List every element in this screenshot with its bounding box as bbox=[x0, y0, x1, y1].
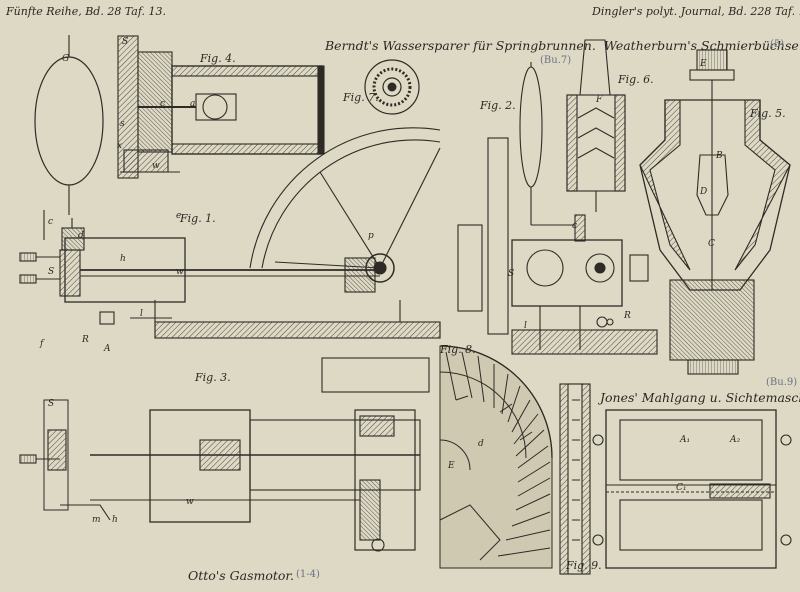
letter-g: G bbox=[62, 54, 70, 64]
fig8-label: Fig. 8. bbox=[440, 343, 476, 356]
letter-c-fig5: C bbox=[708, 239, 715, 249]
letter-r-fig1: R bbox=[82, 335, 89, 345]
letter-c-fig2: c bbox=[572, 221, 578, 231]
letter-d-fig8: d bbox=[478, 439, 484, 449]
letter-x: x bbox=[117, 141, 123, 151]
letter-e-fig8: E bbox=[448, 461, 455, 471]
letter-h-fig3: h bbox=[112, 515, 118, 525]
header-right: Dingler's polyt. Journal, Bd. 228 Taf. 1… bbox=[592, 5, 800, 18]
letter-w-fig3: w bbox=[186, 497, 194, 507]
fig3-label: Fig. 3. bbox=[195, 371, 231, 384]
letter-e: e bbox=[176, 211, 182, 221]
letter-f: f bbox=[40, 339, 44, 349]
fig3-drawing bbox=[19, 357, 430, 552]
pencil-note-jones: (Bu.9) bbox=[766, 377, 798, 388]
title-berndt: Berndt's Wassersparer für Springbrunnen. bbox=[325, 38, 596, 53]
letter-a-fig4: a bbox=[190, 99, 196, 109]
pencil-note-otto: (1-4) bbox=[296, 569, 320, 580]
fig5-label: Fig. 5. bbox=[750, 107, 786, 120]
fig5-drawing bbox=[639, 49, 791, 375]
letter-s-fig1: S bbox=[48, 267, 55, 277]
fig8-drawing bbox=[439, 345, 553, 569]
fig4-drawing bbox=[34, 35, 325, 215]
fig7-label: Fig. 7. bbox=[343, 91, 379, 104]
letter-s-lower: s bbox=[120, 119, 125, 129]
letter-s-fig2: S bbox=[508, 269, 515, 279]
letter-a-upper-fig1: A bbox=[104, 344, 111, 354]
letter-h-fig1: h bbox=[120, 254, 126, 264]
title-otto: Otto's Gasmotor. bbox=[188, 568, 294, 583]
letter-m: m bbox=[92, 515, 101, 525]
letter-d-fig1: d bbox=[78, 231, 84, 241]
letter-s-fig3: S bbox=[48, 399, 55, 409]
letter-l-fig1: l bbox=[140, 309, 143, 319]
letter-a2: A₂ bbox=[730, 435, 741, 445]
letter-c-fig4: c bbox=[160, 99, 166, 109]
title-weatherburn: Weatherburn's Schmierbüchse. bbox=[604, 38, 800, 53]
fig2-label: Fig. 2. bbox=[480, 99, 516, 112]
letter-a1: A₁ bbox=[680, 435, 691, 445]
letter-r-fig2: R bbox=[624, 311, 631, 321]
pencil-note-berndt: (Bu.7) bbox=[540, 55, 572, 66]
letter-s-upper: S bbox=[122, 37, 129, 47]
letter-b-fig5: B bbox=[716, 151, 723, 161]
fig6-label: Fig. 6. bbox=[618, 73, 654, 86]
letter-p-fig1: p bbox=[368, 231, 374, 241]
header-left: Fünfte Reihe, Bd. 28 Taf. 13. bbox=[6, 5, 167, 18]
fig1-drawing bbox=[19, 127, 441, 339]
fig4-label: Fig. 4. bbox=[200, 52, 236, 65]
letter-d-fig5: D bbox=[700, 187, 708, 197]
title-jones: Jones' Mahlgang u. Sichtemaschine. bbox=[600, 390, 800, 405]
fig9-label: Fig. 9. bbox=[566, 559, 602, 572]
pencil-note-weatherburn: (5) bbox=[770, 39, 785, 50]
letter-c-fig1: c bbox=[48, 217, 54, 227]
letter-w-fig4: w bbox=[152, 161, 160, 171]
fig6-drawing bbox=[566, 39, 626, 212]
letter-w-fig1: w bbox=[176, 267, 184, 277]
letter-e-fig5: E bbox=[700, 59, 707, 69]
fig1-label: Fig. 1. bbox=[180, 212, 216, 225]
letter-l-fig2: l bbox=[524, 321, 527, 331]
letter-c1: C₁ bbox=[676, 483, 687, 493]
fig9-drawing bbox=[559, 383, 792, 575]
fig2-drawing bbox=[457, 62, 658, 355]
fig7-drawing bbox=[364, 59, 420, 115]
letter-f-fig6: F bbox=[596, 95, 603, 105]
